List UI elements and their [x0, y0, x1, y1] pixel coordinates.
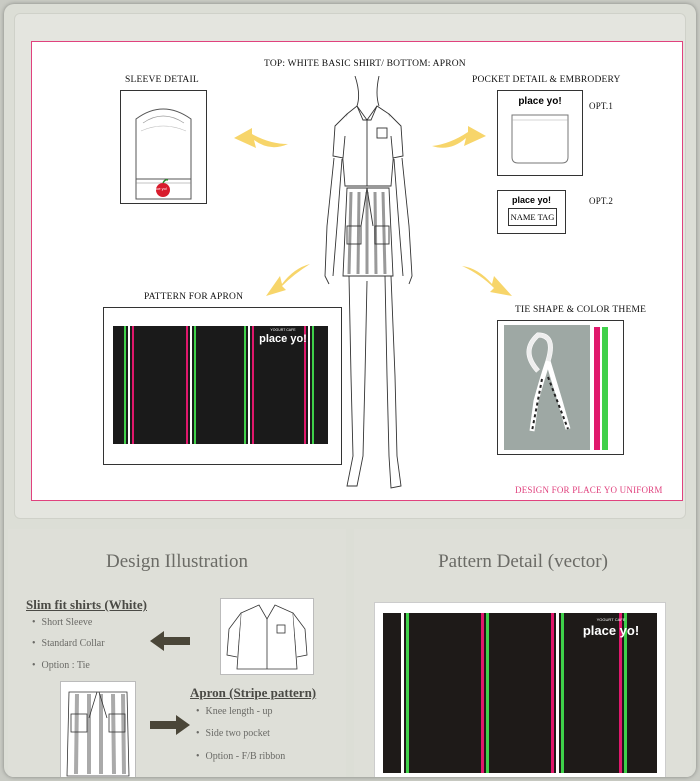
option-2-label: OPT.2 — [589, 196, 614, 206]
canvas: TOP: WHITE BASIC SHIRT/ BOTTOM: APRON SL… — [4, 4, 696, 777]
apron-bullet: Knee length - up — [196, 706, 273, 717]
arrow-to-pattern-icon — [266, 264, 310, 296]
pattern-detail-panel: Pattern Detail (vector) YOGURT CAFE plac… — [354, 529, 692, 777]
uniform-figure-drawing — [324, 76, 413, 489]
tie-label: TIE SHAPE & COLOR THEME — [515, 305, 647, 315]
design-illustration-panel: Design Illustration Slim fit shirts (Whi… — [8, 529, 346, 777]
pattern-brand-tag: YOGURT CAFE — [270, 328, 296, 332]
vector-brand-logo: place yo! — [582, 623, 640, 638]
sleeve-detail-box: place yo! — [120, 90, 207, 204]
apron-thumbnail-drawing — [66, 691, 130, 777]
design-board: TOP: WHITE BASIC SHIRT/ BOTTOM: APRON SL… — [14, 13, 686, 519]
apron-pattern-swatch — [113, 326, 328, 444]
pattern-vector-box: YOGURT CAFE place yo! — [374, 602, 666, 777]
pocket-drawing — [511, 114, 569, 164]
pattern-vector-swatch — [383, 613, 657, 773]
vector-brand-tag: YOGURT CAFE — [596, 617, 626, 622]
name-tag: NAME TAG — [508, 208, 557, 226]
shirt-title: Slim fit shirts (White) — [26, 597, 147, 612]
arrow-to-tie-icon — [462, 266, 512, 296]
apron-bullet: Option - F/B ribbon — [196, 751, 286, 762]
arrow-to-pocket-icon — [432, 126, 486, 148]
pocket-option-2-box: place yo! NAME TAG — [497, 190, 566, 234]
pocket-option-1-box: place yo! — [497, 90, 583, 176]
apron-title: Apron (Stripe pattern) — [190, 685, 317, 700]
sleeve-badge-text: place yo! — [151, 186, 168, 191]
sleeve-drawing — [135, 108, 192, 200]
arrow-to-sleeve-icon — [234, 128, 288, 148]
arrow-right-icon — [150, 715, 190, 735]
shirt-thumbnail-drawing — [226, 604, 308, 670]
footer-label: DESIGN FOR PLACE YO UNIFORM — [515, 485, 663, 495]
option-1-label: OPT.1 — [589, 101, 614, 111]
pattern-brand-logo: place yo! — [259, 333, 307, 345]
pattern-detail-heading: Pattern Detail (vector) — [438, 551, 608, 572]
design-illustration-heading: Design Illustration — [106, 551, 248, 572]
design-sheet: TOP: WHITE BASIC SHIRT/ BOTTOM: APRON SL… — [31, 41, 683, 501]
shirt-bullet: Option : Tie — [32, 660, 90, 671]
pattern-label: PATTERN FOR APRON — [144, 292, 244, 302]
tie-swatch — [504, 325, 608, 450]
sleeve-detail-label: SLEEVE DETAIL — [125, 75, 199, 85]
apron-pattern-box: YOGURT CAFE place yo! — [103, 307, 342, 465]
shirt-bullet: Standard Collar — [32, 638, 105, 649]
apron-thumbnail — [60, 681, 136, 777]
apron-bullet: Side two pocket — [196, 728, 270, 739]
shirt-thumbnail — [220, 598, 314, 675]
sheet-title: TOP: WHITE BASIC SHIRT/ BOTTOM: APRON — [264, 59, 466, 69]
arrow-left-icon — [150, 631, 190, 651]
shirt-bullet: Short Sleeve — [32, 617, 93, 628]
pocket-detail-label: POCKET DETAIL & EMBRODERY — [472, 75, 621, 85]
pocket-brand-logo: place yo! — [518, 96, 562, 107]
option-2-brand-logo: place yo! — [511, 195, 551, 205]
tie-box — [497, 320, 624, 455]
